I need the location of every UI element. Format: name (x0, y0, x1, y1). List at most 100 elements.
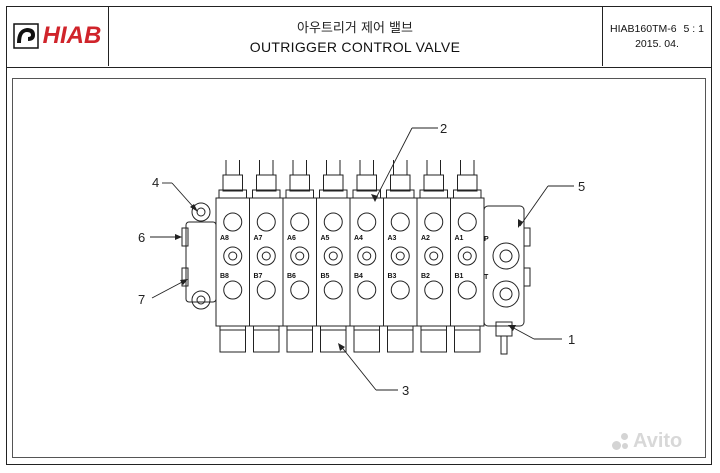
spool-bore-inner (429, 251, 439, 261)
arrowhead-6 (175, 234, 182, 240)
logo-wordmark: HIAB (42, 22, 102, 49)
left-port-fitting-lower (181, 267, 189, 287)
valve-section (349, 197, 384, 327)
logo-cell: HIAB (6, 6, 109, 66)
spool-bore-circle (290, 246, 310, 266)
spool-bore-circle (357, 246, 377, 266)
leader-line-2 (374, 127, 413, 201)
lever-bracket (323, 174, 344, 192)
spring-cap (387, 325, 414, 353)
inlet-pressure-port (492, 242, 520, 270)
port-label-a: A8 (220, 235, 229, 242)
a-port-circle (357, 212, 377, 232)
b-port-circle (256, 280, 276, 300)
spring-cap (320, 325, 347, 353)
arrowhead-3 (338, 343, 345, 351)
a-port-circle (424, 212, 444, 232)
spool-bore-inner (328, 251, 338, 261)
port-label-a: A4 (354, 235, 363, 242)
port-label-p: P (484, 236, 489, 243)
a-port-circle (256, 212, 276, 232)
title-block: HIAB 아우트리거 제어 밸브 OUTRIGGER CONTROL VALVE… (6, 6, 712, 68)
valve-section (282, 197, 317, 327)
left-port-fitting (181, 227, 189, 247)
spool-bore-circle (390, 246, 410, 266)
valve-section (383, 197, 418, 327)
hiab-emblem-icon (12, 23, 39, 49)
port-label-b: B6 (287, 273, 296, 280)
model-number: HIAB160TM-6 (610, 22, 677, 35)
inlet-side-fitting (523, 227, 531, 247)
inlet-tank-port (492, 280, 520, 308)
b-port-circle (223, 280, 243, 300)
spring-cap (420, 325, 447, 353)
arrowhead-5 (518, 219, 523, 228)
spring-cap (454, 325, 481, 353)
left-mount-boss-lower (191, 290, 211, 310)
watermark: Avito (612, 430, 682, 453)
spool-bore-circle (457, 246, 477, 266)
valve-section (416, 197, 451, 327)
title-english: OUTRIGGER CONTROL VALVE (249, 39, 461, 55)
callout-6: 6 (138, 230, 145, 245)
spool-bore-inner (261, 251, 271, 261)
port-label-b: B5 (321, 273, 330, 280)
relief-valve-body (495, 321, 513, 337)
arrowhead-1 (508, 325, 516, 331)
b-port-circle (290, 280, 310, 300)
left-mount-hole-lower (196, 295, 206, 305)
a-port-circle (457, 212, 477, 232)
callout-5: 5 (578, 179, 585, 194)
port-label-b: B2 (421, 273, 430, 280)
spool-bore-inner (295, 251, 305, 261)
a-port-circle (390, 212, 410, 232)
port-label-a: A5 (321, 235, 330, 242)
port-label-a: A6 (287, 235, 296, 242)
inlet-side-fitting-lower (523, 267, 531, 287)
arrowhead-4 (190, 204, 198, 212)
watermark-text: Avito (633, 430, 683, 452)
callout-1: 1 (568, 332, 575, 347)
spool-bore-circle (424, 246, 444, 266)
b-port-circle (424, 280, 444, 300)
port-label-b: B3 (388, 273, 397, 280)
lever-bracket (390, 174, 411, 192)
scale-value: 5 : 1 (683, 22, 704, 35)
arrowhead-2 (371, 194, 378, 202)
valve-section (249, 197, 284, 327)
port-label-b: B1 (455, 273, 464, 280)
left-mount-boss (191, 202, 211, 222)
port-label-a: A7 (254, 235, 263, 242)
port-label-a: A2 (421, 235, 430, 242)
b-port-circle (390, 280, 410, 300)
valve-section (450, 197, 485, 327)
left-end-plate (185, 221, 217, 303)
spring-cap (353, 325, 380, 353)
info-cell: HIAB160TM-6 5 : 1 2015. 04. (602, 6, 711, 66)
drawing-area (12, 78, 706, 458)
b-port-circle (357, 280, 377, 300)
b-port-circle (457, 280, 477, 300)
leader-line-3 (339, 344, 377, 391)
revision-date: 2015. 04. (635, 37, 679, 50)
drawing-frame (6, 6, 712, 465)
title-korean: 아우트리거 제어 밸브 (297, 21, 413, 36)
left-mount-hole (196, 207, 206, 217)
inlet-section (483, 205, 525, 327)
a-port-circle (290, 212, 310, 232)
a-port-circle (323, 212, 343, 232)
leader-line-7 (151, 279, 187, 299)
spool-bore-circle (223, 246, 243, 266)
spring-cap (253, 325, 280, 353)
spool-bore-inner (228, 251, 238, 261)
port-label-b: B4 (354, 273, 363, 280)
spool-bore-inner (362, 251, 372, 261)
port-label-a: A3 (388, 235, 397, 242)
spool-bore-inner (462, 251, 472, 261)
inlet-pressure-port-inner (499, 249, 513, 263)
avito-dots-icon (612, 432, 630, 451)
callout-4: 4 (152, 175, 159, 190)
lever-bracket (423, 174, 444, 192)
spool-bore-circle (323, 246, 343, 266)
arrowhead-7 (180, 279, 188, 285)
